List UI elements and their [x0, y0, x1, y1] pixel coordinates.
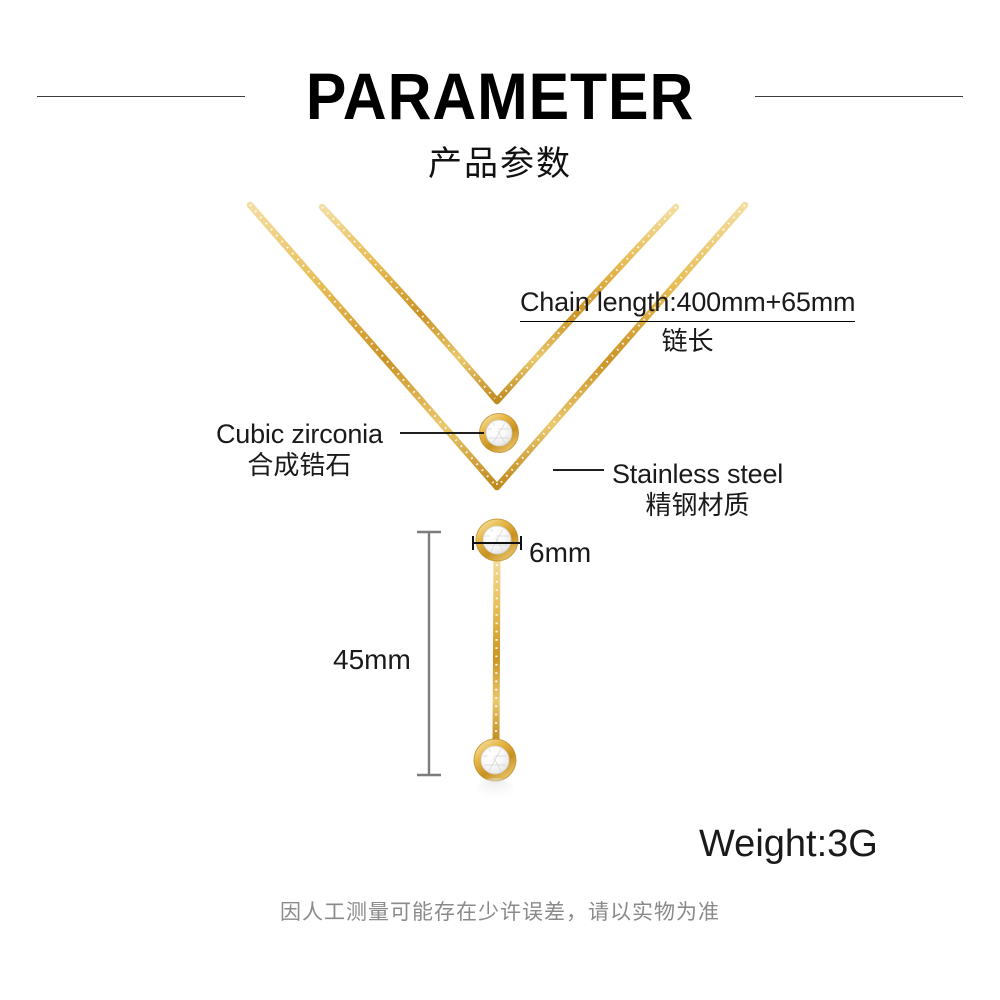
weight-label: Weight:3G	[699, 823, 878, 865]
dimension-6mm	[472, 536, 522, 550]
callout-chain-length: Chain length:400mm+65mm 链长	[520, 286, 856, 358]
callout-cubic-zirconia: Cubic zirconia 合成锆石	[216, 418, 383, 482]
inner-chain	[318, 203, 680, 405]
callout-stainless-steel: Stainless steel 精钢材质	[612, 458, 783, 522]
title-row: PARAMETER	[0, 58, 1000, 134]
bezel-stone-bottom	[473, 738, 517, 806]
callout-chain-length-cn: 链长	[661, 327, 714, 357]
page-subtitle: 产品参数	[428, 144, 572, 184]
title-rule-left	[36, 95, 245, 97]
callout-stainless-steel-en: Stainless steel	[612, 459, 784, 489]
bezel-stone-middle	[475, 518, 519, 562]
drop-chain	[492, 552, 501, 746]
measurement-disclaimer: 因人工测量可能存在少许误差，请以实物为准	[280, 900, 720, 924]
bezel-stone-top	[479, 413, 519, 453]
dimension-label-drop-length: 45mm	[333, 644, 411, 675]
callout-cubic-zirconia-cn: 合成锆石	[247, 451, 352, 481]
page-title: PARAMETER	[305, 59, 695, 133]
dimension-label-stone-width: 6mm	[529, 537, 592, 568]
callout-chain-length-en: Chain length:400mm+65mm	[520, 286, 856, 322]
callout-cubic-zirconia-en: Cubic zirconia	[216, 419, 383, 449]
header: PARAMETER 产品参数	[0, 0, 1000, 190]
outer-chain	[246, 201, 749, 491]
dimension-45mm	[417, 530, 441, 777]
callout-stainless-steel-cn: 精钢材质	[645, 491, 750, 521]
title-rule-right	[755, 95, 964, 97]
